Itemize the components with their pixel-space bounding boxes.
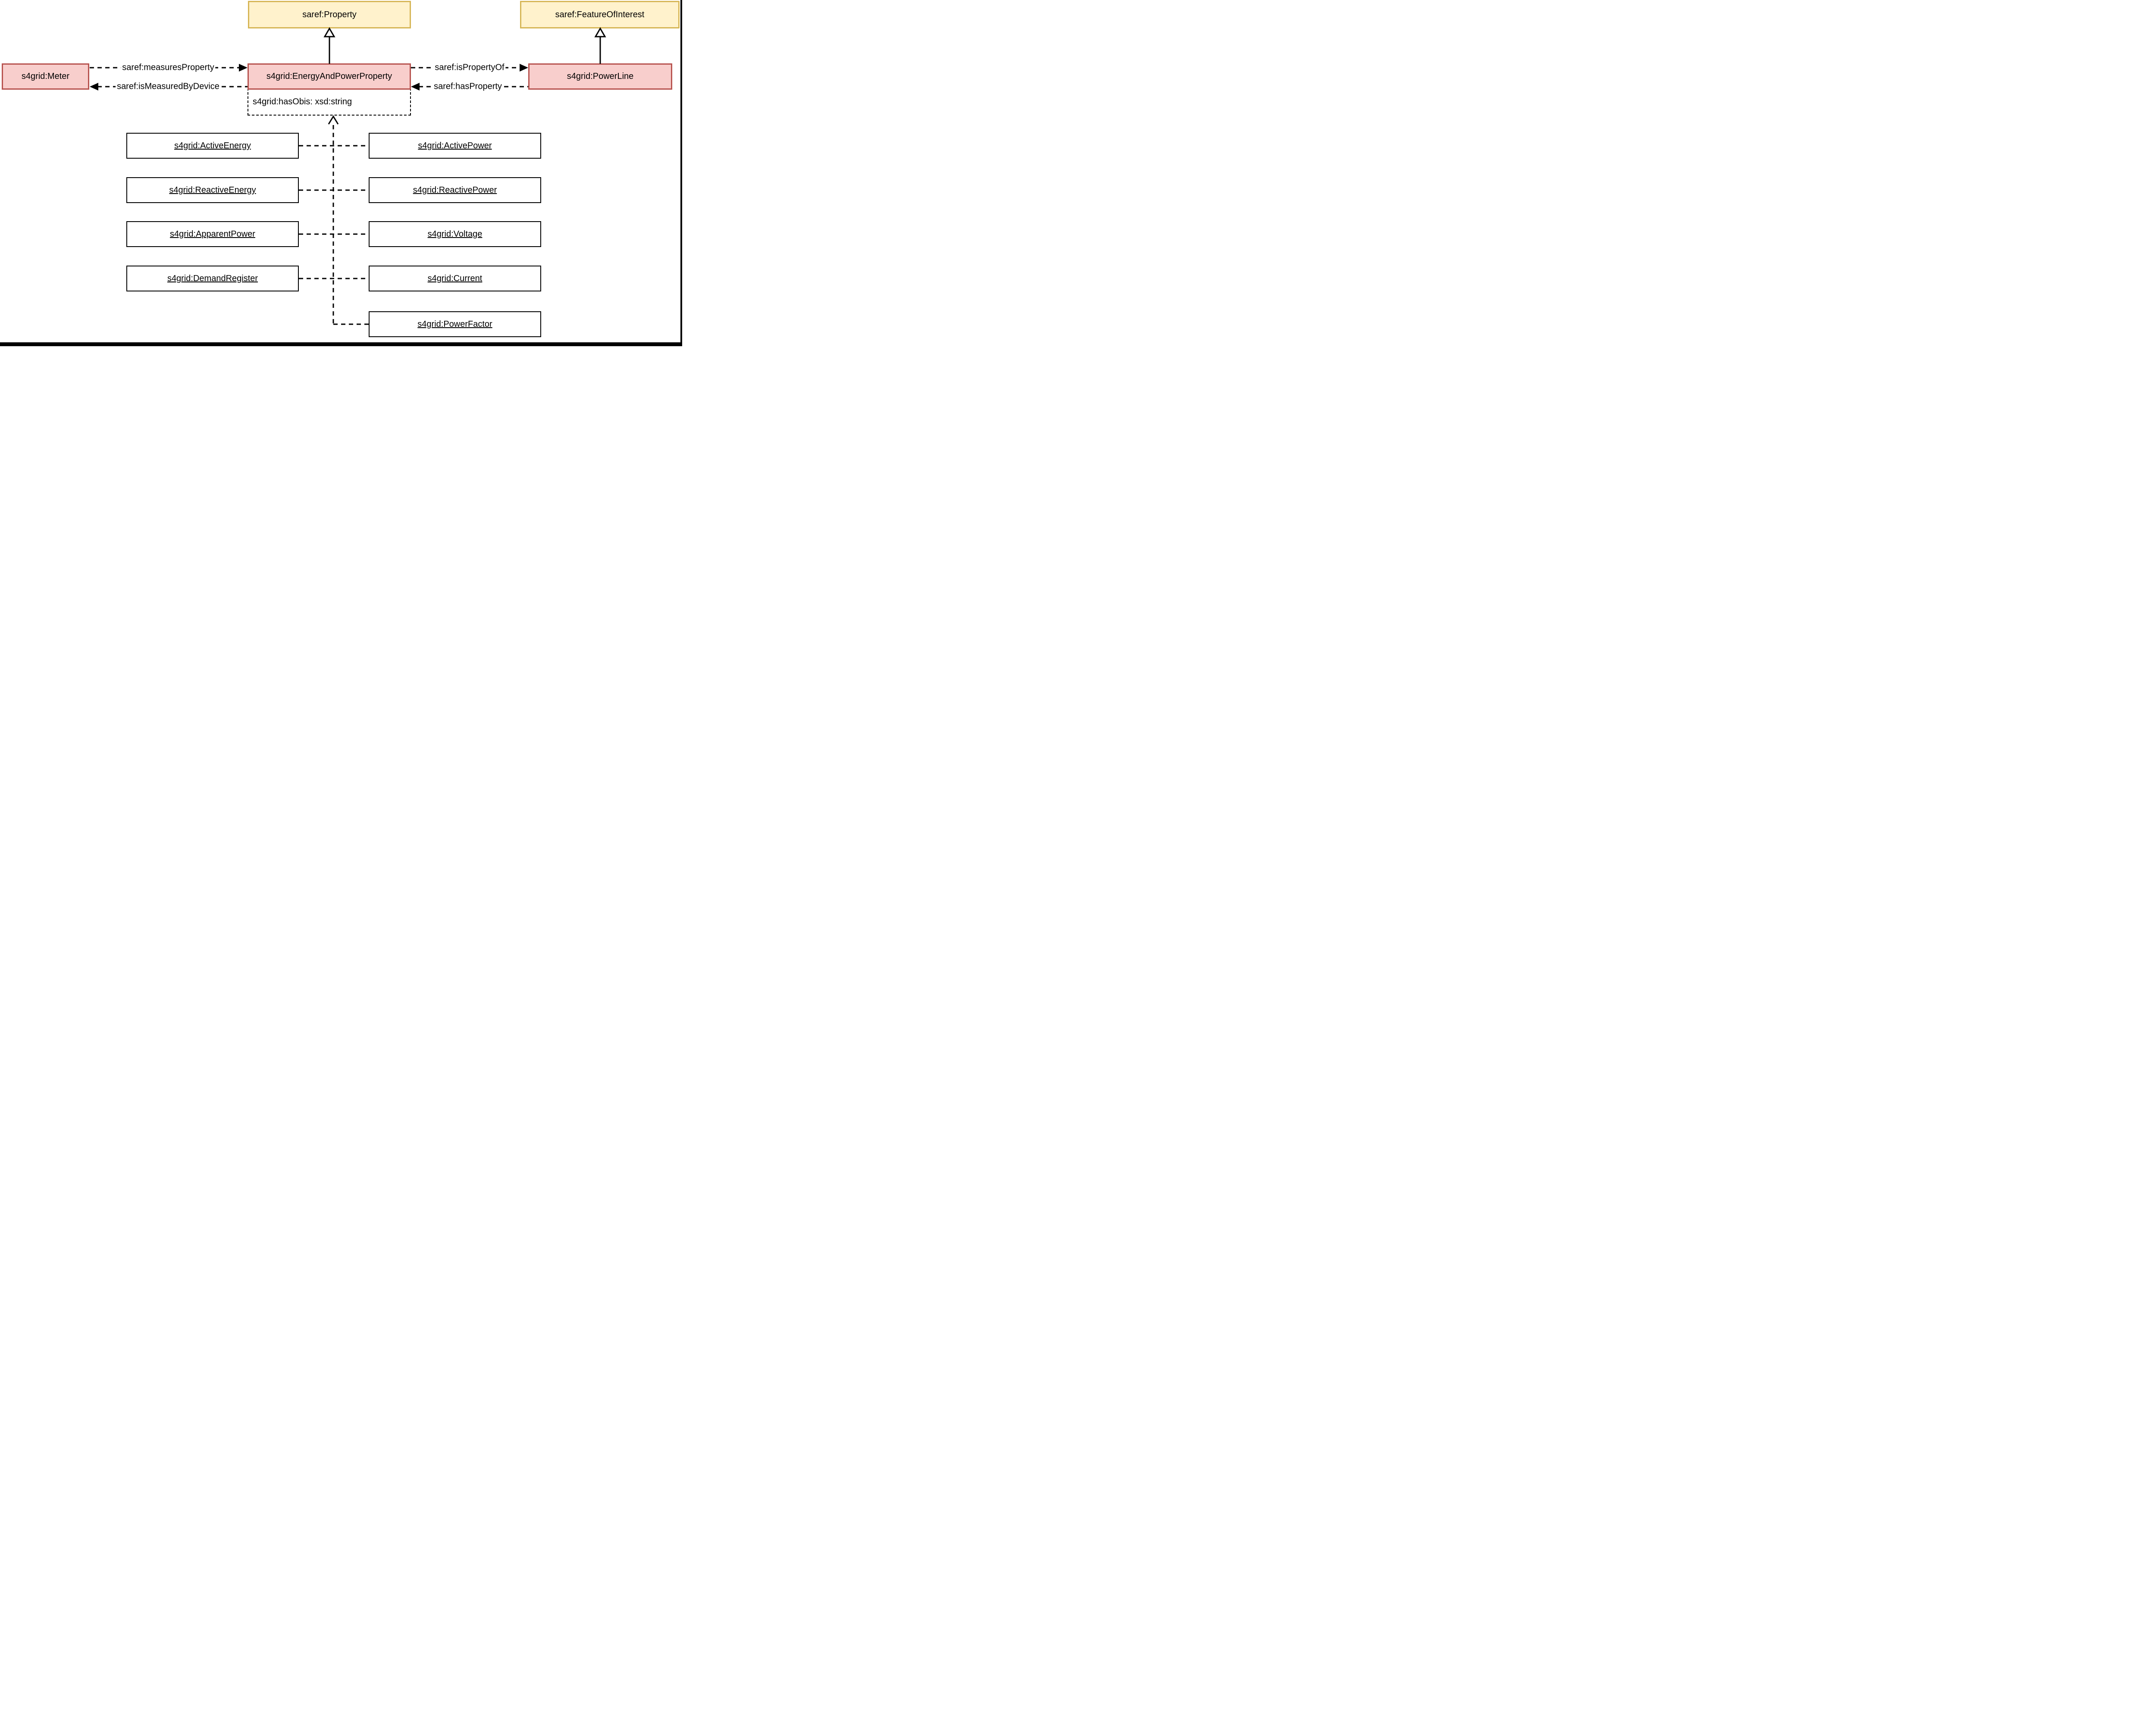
edge-label-has-property: saref:hasProperty [432, 81, 503, 92]
node-apparent-power: s4grid:ApparentPower [126, 221, 299, 247]
node-active-power: s4grid:ActivePower [369, 133, 541, 159]
node-epp-attribute-compartment: s4grid:hasObis: xsd:string [248, 88, 411, 116]
node-saref-property: saref:Property [248, 1, 411, 28]
node-powerline: s4grid:PowerLine [528, 63, 672, 90]
node-reactive-power: s4grid:ReactivePower [369, 177, 541, 203]
node-powerline-label: s4grid:PowerLine [567, 72, 634, 81]
node-voltage-label: s4grid:Voltage [427, 229, 483, 239]
node-meter: s4grid:Meter [2, 63, 89, 90]
node-saref-featureofinterest-label: saref:FeatureOfInterest [555, 9, 645, 19]
screen-edge-right [680, 0, 682, 346]
node-power-factor-label: s4grid:PowerFactor [417, 319, 492, 329]
edge-subclass-spine [328, 115, 339, 324]
screen-edge-bottom [0, 342, 682, 346]
ontology-class-diagram: saref:Property saref:FeatureOfInterest s… [0, 0, 682, 346]
node-reactive-energy: s4grid:ReactiveEnergy [126, 177, 299, 203]
edge-label-is-property-of: saref:isPropertyOf [433, 63, 506, 73]
node-current-label: s4grid:Current [427, 273, 483, 283]
node-power-factor: s4grid:PowerFactor [369, 311, 541, 337]
connector-layer [90, 27, 606, 325]
node-saref-featureofinterest: saref:FeatureOfInterest [520, 1, 680, 28]
edge-epp-subclassof-property [323, 27, 335, 64]
node-voltage: s4grid:Voltage [369, 221, 541, 247]
edge-label-is-measured-by-device: saref:isMeasuredByDevice [116, 81, 221, 92]
node-meter-label: s4grid:Meter [21, 72, 70, 81]
edge-label-measures-property: saref:measuresProperty [121, 63, 216, 73]
node-active-energy-label: s4grid:ActiveEnergy [174, 141, 251, 150]
node-energy-and-power-property-label: s4grid:EnergyAndPowerProperty [266, 72, 392, 81]
node-reactive-power-label: s4grid:ReactivePower [413, 185, 497, 195]
node-demand-register-label: s4grid:DemandRegister [167, 273, 258, 283]
node-reactive-energy-label: s4grid:ReactiveEnergy [169, 185, 256, 195]
node-active-power-label: s4grid:ActivePower [418, 141, 492, 150]
node-active-energy: s4grid:ActiveEnergy [126, 133, 299, 159]
attribute-hasobis-label: s4grid:hasObis: xsd:string [253, 97, 352, 106]
node-saref-property-label: saref:Property [302, 9, 357, 19]
node-energy-and-power-property: s4grid:EnergyAndPowerProperty [248, 63, 411, 90]
node-demand-register: s4grid:DemandRegister [126, 266, 299, 291]
node-current: s4grid:Current [369, 266, 541, 291]
edge-powerline-subclassof-featureofinterest [594, 27, 606, 64]
node-apparent-power-label: s4grid:ApparentPower [170, 229, 255, 239]
